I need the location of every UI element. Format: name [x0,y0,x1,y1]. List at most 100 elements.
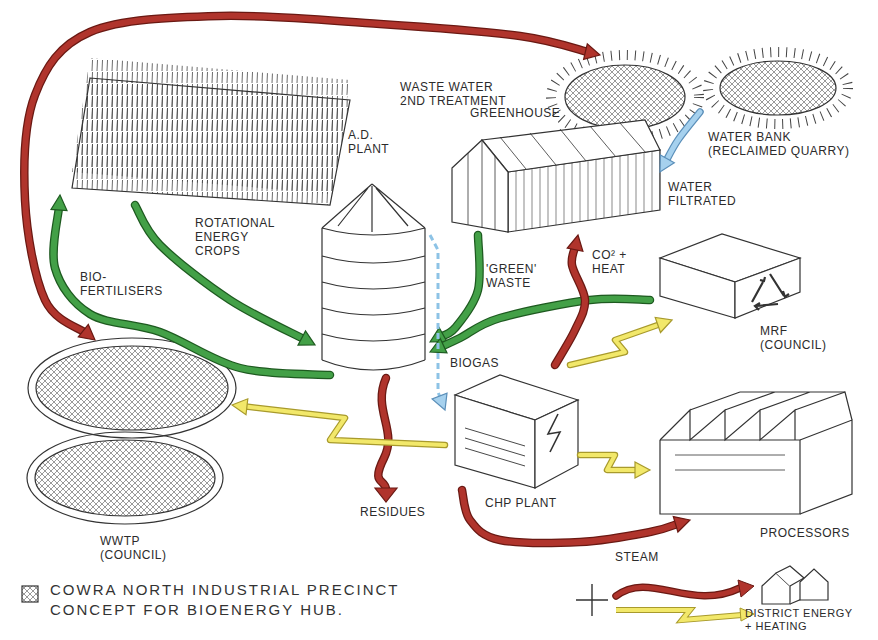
connector-outline [580,455,640,470]
node-label: WATER BANK (RECLAIMED QUARRY) [708,130,858,158]
arrowhead [660,155,674,172]
wwtp-ponds-drawing-part [36,346,228,430]
wastewater-pond: WASTE WATER 2ND TREATMENT [555,55,695,140]
crop-field-drawing [72,58,350,205]
connector-outline [135,205,306,340]
node-label: CHP PLANT [485,496,585,510]
mrf-building-drawing-part [752,274,789,310]
node-label: WASTE WATER 2ND TREATMENT [400,80,520,108]
greenhouse-drawing-part [482,120,660,172]
wwtp-ponds-drawing-part [27,432,223,524]
arrowhead [584,44,600,60]
flow-connector [555,235,585,365]
connector-line [665,112,700,163]
mrf-building-drawing-part [735,258,800,318]
residues-arrow-part [378,378,388,490]
chp-plant-drawing-part [465,428,525,466]
connector-line [53,205,330,375]
processors-building-drawing [660,392,852,514]
node-label: GREENHOUSE [470,106,580,120]
district-energy-symbol-part [576,584,608,616]
connector-line [555,245,585,365]
district-energy-symbol-part [800,569,828,600]
greenhouse-drawing [452,120,660,232]
chp-plant-drawing-part [535,400,578,488]
flow-label: CO² + HEAT [592,248,640,276]
connector-line [580,455,640,470]
crop-field-drawing-part [72,78,350,205]
mrf-building-drawing [660,234,800,318]
connector-outline [665,112,700,163]
flow-connector [24,16,600,340]
residues-arrow-part [378,378,388,490]
processors-building-drawing-part [660,410,795,440]
arrowhead [432,393,447,410]
node-label: A.D. PLANT [348,128,404,156]
district-houses: DISTRICT ENERGY + HEATING [755,565,835,607]
greenhouse-drawing-part [452,140,508,232]
chp-plant-drawing-part [548,414,560,452]
arrowhead [78,324,95,340]
dashed-line [430,235,441,401]
connector-outline [555,245,585,365]
district-energy-symbol-part [738,580,754,597]
arrowhead [655,317,672,332]
district-energy-symbol-part [616,610,742,620]
flow-label: WATER FILTRATED [668,180,753,208]
flow-label: STEAM [615,550,675,564]
arrowhead [298,331,315,345]
node-label: MRF (COUNCIL) [760,324,848,352]
wwtp-ponds: WWTP (COUNCIL) [30,340,232,530]
district-energy-symbol-part [616,587,740,596]
processors-building-drawing-part [660,440,800,514]
digester-silo-drawing [322,184,425,370]
district-energy-symbol-part [616,587,740,596]
precinct-hatch-symbol-part [22,586,38,602]
power-connector [580,455,650,478]
node-label: WWTP (COUNCIL) [100,534,185,562]
digester-silo-drawing-part [322,360,425,370]
flow-connector [430,235,447,410]
flow-connector [660,112,700,172]
chp-plant-drawing-part [455,395,535,488]
arrowhead [232,399,248,415]
digester-silo-drawing-part [322,256,425,341]
wastewater-pond-drawing-part [565,65,685,129]
water-bank: WATER BANK (RECLAIMED QUARRY) [700,50,850,125]
power-connector [232,399,445,445]
arrowhead [673,517,690,532]
water-bank-drawing-part [720,61,836,115]
mrf-building: MRF (COUNCIL) [650,225,805,320]
connector-outline [53,205,330,375]
connector-line [135,205,306,340]
flow-connector [462,490,690,543]
connector-outline [242,406,445,445]
connector-outline [570,323,663,365]
connector-line [462,490,680,543]
wwtp-ponds-drawing [27,338,236,524]
precinct-hatch-symbol [22,586,38,602]
node-label: ROTATIONAL ENERGY CROPS [195,216,295,258]
mrf-building-drawing-part [660,258,735,318]
greenhouse: GREENHOUSE [445,105,660,235]
flow-label: BIO-FERTILISERS [80,270,180,298]
arrowhead [51,195,67,211]
power-connector [570,317,672,365]
output-label: RESIDUES [360,505,450,519]
greenhouse-drawing-part [500,123,646,169]
wwtp-ponds-drawing-part [35,440,215,516]
processors-building-drawing-part [675,455,785,470]
node-label: PROCESSORS [760,526,865,540]
node-label: DISTRICT ENERGY + HEATING [745,607,860,633]
processors-building: PROCESSORS [650,400,860,520]
chp-plant: CHP PLANT [445,365,580,490]
connector-line [24,16,590,334]
crop-field: ROTATIONAL ENERGY CROPS [60,40,360,205]
digester-silo: A.D. PLANT [315,180,430,375]
processors-building-drawing-part [795,392,852,514]
connector-outline [462,490,680,543]
digester-silo-drawing-part [322,184,425,232]
connector-outline [439,235,480,337]
diagram-caption: COWRA NORTH INDUSTRIAL PRECINCT CONCEPT … [50,580,460,620]
